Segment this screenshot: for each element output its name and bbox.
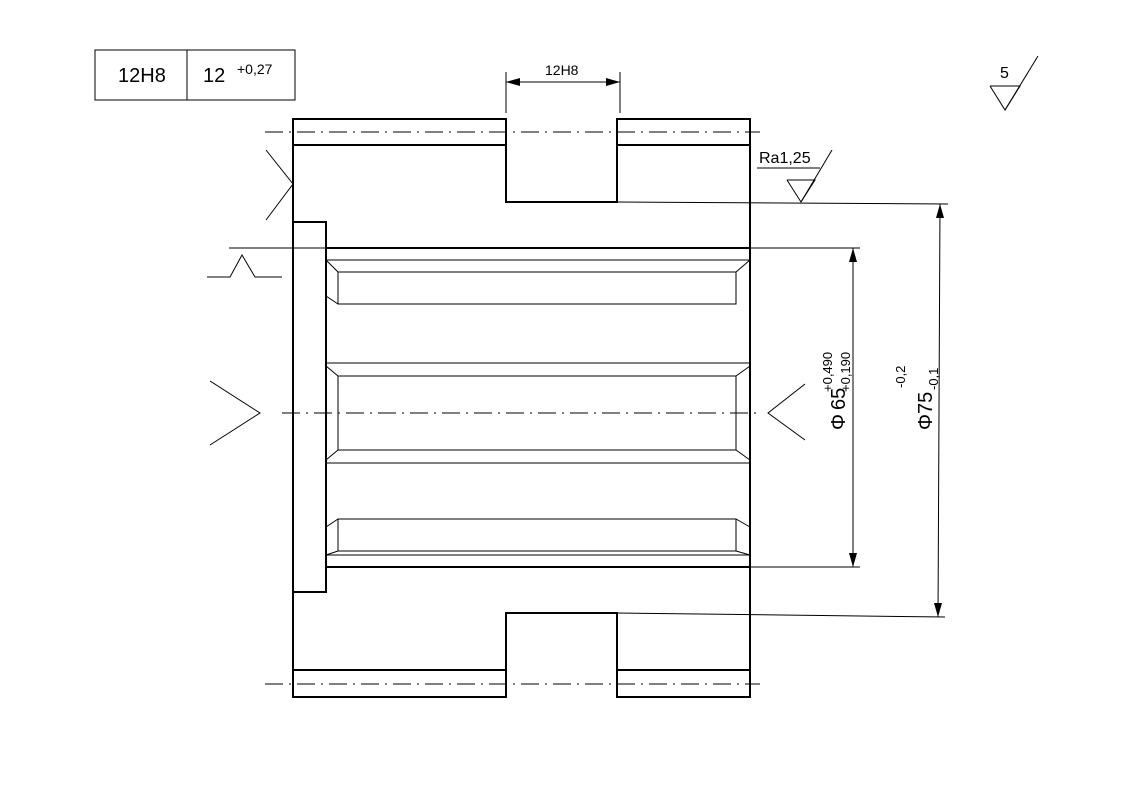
- roughness-general-value: 5: [1000, 65, 1009, 82]
- section-arrow-right: [767, 383, 806, 441]
- surface-marker-left-bore: [207, 247, 750, 278]
- bore-diameter-dimension: Φ 65 +0,490 +0,190: [750, 247, 860, 568]
- bore-dim-upper: +0,490: [820, 352, 835, 392]
- outer-diameter-dimension: Φ 75 -0,1 -0,2: [616, 201, 949, 618]
- roughness-symbol-general: 5: [989, 55, 1039, 111]
- fit-label: 12H8: [118, 65, 166, 87]
- outer-dim-nominal: 75: [915, 392, 937, 414]
- splined-bore: [282, 221, 760, 593]
- bore-dim-nominal: 65: [828, 388, 850, 410]
- section-arrow-left: [209, 380, 261, 446]
- groove-width-dimension: 12H8: [505, 62, 621, 113]
- outer-dim-prefix: Φ: [915, 414, 937, 430]
- surface-marker-left-upper: [265, 149, 294, 221]
- roughness-symbol-outer: Ra1,25: [757, 149, 833, 203]
- nominal-size: 12: [203, 65, 225, 87]
- upper-section: [265, 118, 760, 249]
- roughness-outer-value: Ra1,25: [759, 150, 811, 167]
- upper-deviation: +0,27: [237, 61, 273, 77]
- outer-dim-upper: -0,1: [926, 368, 941, 390]
- bore-dim-prefix: Φ: [828, 414, 850, 430]
- bore-dim-lower: +0,190: [838, 352, 853, 392]
- tolerance-table: 12H8 12 +0,27: [94, 49, 296, 101]
- outer-dim-lower: -0,2: [893, 366, 908, 388]
- lower-section: [265, 566, 760, 698]
- groove-width-label: 12H8: [545, 62, 579, 78]
